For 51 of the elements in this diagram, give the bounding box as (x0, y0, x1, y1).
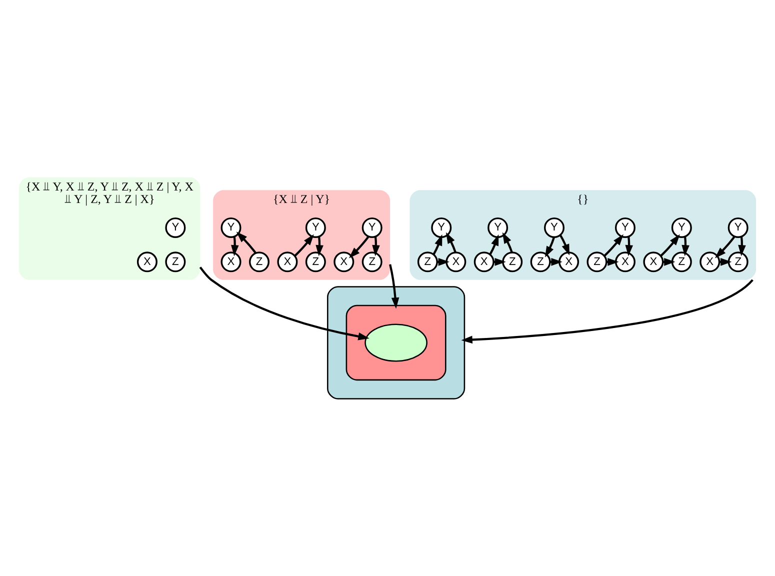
arrow (236, 232, 256, 254)
node-circle: X (136, 252, 158, 272)
arrow (738, 236, 746, 256)
arrow (316, 236, 324, 256)
node-circle: Y (614, 217, 636, 238)
node-circle: Z (530, 252, 551, 272)
arrow (682, 236, 690, 256)
node-circle: Z (248, 252, 270, 272)
arrow (544, 237, 555, 258)
node-circle: Y (671, 217, 692, 238)
arrow (389, 264, 400, 309)
node-blob (364, 324, 428, 362)
node-circle: X (474, 252, 494, 272)
arrow (199, 266, 370, 340)
node-circle: X (277, 252, 298, 272)
arrow (660, 234, 680, 257)
node-circle: Z (728, 252, 748, 272)
arrow (446, 232, 456, 253)
node-circle: Y (362, 217, 382, 238)
node-circle: X (614, 252, 636, 272)
arrow (231, 236, 239, 256)
node-circle: Y (305, 217, 326, 238)
cluster (327, 286, 466, 400)
arrow (625, 236, 634, 256)
arrow (294, 234, 314, 257)
node-circle: Y (431, 217, 452, 238)
arrow (489, 234, 499, 256)
arrow (372, 236, 380, 256)
node-circle: Z (362, 252, 382, 272)
node-circle: Z (305, 252, 326, 272)
arrow (461, 279, 754, 344)
node-circle: Y (544, 217, 564, 238)
node-circle: Z (417, 252, 438, 272)
node-circle: Y (728, 217, 748, 238)
node-circle: Y (165, 217, 186, 238)
node-circle: Z (165, 252, 186, 272)
arrow (714, 236, 736, 258)
node-circle: X (334, 252, 354, 272)
node-circle: Z (502, 252, 523, 272)
node-circle: Y (220, 217, 242, 238)
arrow (604, 234, 624, 257)
node-circle: X (558, 252, 580, 272)
node-circle: X (446, 252, 466, 272)
cluster (346, 304, 446, 381)
arrow (559, 234, 570, 256)
arrow (432, 234, 442, 256)
arrow (502, 232, 513, 253)
node-circle: X (220, 252, 242, 272)
arrow (348, 236, 370, 258)
node-circle: Z (671, 252, 692, 272)
node-circle: Y (488, 217, 508, 238)
